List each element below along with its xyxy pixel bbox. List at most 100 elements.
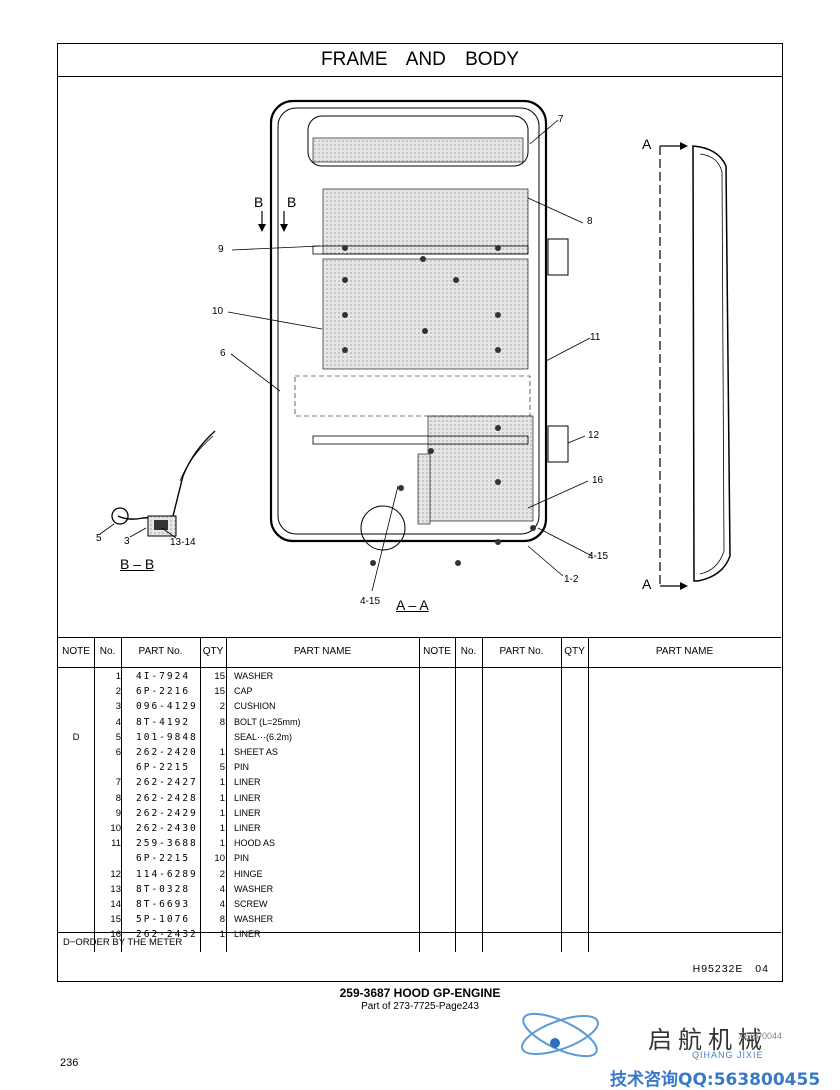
callout-16: 16: [592, 475, 604, 486]
header-partno-left: PART No.: [138, 646, 183, 657]
part-number-index: 1: [115, 671, 121, 682]
part-number: 262-2428: [136, 792, 198, 804]
part-qty: 2: [219, 868, 225, 880]
part-number: 114-6289: [136, 868, 198, 880]
part-qty: 4: [219, 883, 225, 895]
callout-8: 8: [587, 216, 593, 227]
parts-page-frame: FRAME AND BODY: [57, 43, 783, 982]
part-name: WASHER: [234, 883, 274, 894]
callout-6: 6: [220, 348, 226, 359]
header-qty-left: QTY: [202, 646, 224, 657]
liner-8: [312, 137, 524, 163]
part-number: 5P-1076: [136, 914, 191, 926]
header-no-left: No.: [99, 646, 116, 657]
part-number: 262-2427: [136, 777, 198, 789]
section-marker-a-bottom: A: [642, 576, 652, 592]
part-name: SCREW: [234, 899, 268, 909]
part-number: 6P-2215: [136, 762, 191, 774]
order-note: D−ORDER BY THE METER: [63, 937, 183, 948]
header-note-left: NOTE: [62, 646, 90, 657]
part-of-reference: Part of 273-7725-Page243: [361, 1001, 479, 1012]
header-partno-right: PART No.: [499, 646, 544, 657]
part-number-index: 15: [110, 914, 121, 926]
watermark-contact: 技术咨询QQ:563800455: [610, 1070, 821, 1090]
part-number-index: 10: [110, 823, 121, 834]
part-number-index: 2: [115, 686, 121, 698]
part-qty: 1: [219, 777, 225, 789]
part-qty: 8: [219, 716, 225, 728]
header-partname-right: PART NAME: [655, 646, 714, 657]
table-row: 8 262-2428 1 LINER: [58, 791, 781, 806]
callout-3: 3: [124, 536, 130, 547]
callout-4-15-right: 4-15: [588, 551, 609, 562]
section-label-bb: B – B: [120, 556, 155, 572]
part-qty: 1: [219, 807, 225, 819]
callout-5: 5: [96, 533, 102, 544]
part-name: PIN: [234, 762, 250, 773]
part-name: SEAL···(6.2m): [234, 731, 293, 742]
part-qty: 4: [219, 899, 225, 910]
part-qty: 1: [219, 929, 225, 941]
table-row: 6 262-2420 1 SHEET AS: [58, 745, 781, 760]
part-number-index: 6: [115, 747, 121, 758]
part-number-index: 9: [115, 807, 121, 819]
callout-12: 12: [588, 430, 600, 441]
part-name: HOOD AS: [234, 838, 276, 849]
watermark-code: XEBP0044: [738, 1031, 783, 1041]
part-name: PIN: [234, 853, 250, 864]
part-name: WASHER: [234, 914, 274, 925]
part-number: 262-2420: [136, 747, 198, 758]
callout-9: 9: [218, 244, 224, 255]
part-number: 101-9848: [136, 731, 198, 743]
part-number: 259-3688: [136, 838, 198, 850]
watermark-pinyin: QIHANG JIXIE: [692, 1050, 764, 1060]
part-number-index: 12: [110, 868, 121, 880]
part-qty: 15: [214, 686, 225, 698]
part-name: LINER: [234, 792, 261, 803]
part-qty: 5: [219, 762, 225, 774]
header-partname-left: PART NAME: [293, 646, 352, 657]
part-qty: 2: [219, 701, 225, 713]
hood-drawing-svg: [99, 99, 731, 592]
callout-10: 10: [212, 306, 224, 317]
part-number: 8T-6693: [136, 899, 191, 910]
part-qty: 8: [219, 914, 225, 926]
part-number-index: 11: [111, 838, 121, 850]
part-number: 262-2432: [136, 929, 198, 941]
part-name: WASHER: [234, 671, 274, 681]
part-name: LINER: [234, 823, 261, 833]
page-number: 236: [60, 1057, 79, 1069]
part-number: 8T-4192: [136, 716, 191, 728]
part-name: CUSHION: [234, 701, 276, 712]
part-number: 096-4129: [136, 701, 198, 713]
callout-1-2: 1-2: [564, 574, 579, 585]
callout-13-14: 13-14: [170, 537, 196, 548]
watermark-chinese: 启航机械: [648, 1026, 768, 1054]
part-number-index: 8: [115, 792, 121, 804]
part-number-index: 5: [115, 731, 121, 743]
part-number: 8T-0328: [136, 883, 191, 895]
part-name: LINER: [234, 777, 261, 788]
table-row: 11 259-3688 1 HOOD AS: [58, 836, 781, 851]
hood-outline: [269, 99, 548, 543]
section-marker-b-right: B: [287, 194, 297, 210]
part-qty: 1: [219, 823, 225, 834]
part-qty: 1: [219, 838, 225, 850]
part-qty: 1: [219, 747, 225, 758]
part-name: SHEET AS: [234, 747, 278, 757]
part-number-index: 16: [110, 929, 121, 941]
section-label-aa: A – A: [396, 597, 429, 613]
liner-16: [427, 415, 534, 522]
part-qty: 1: [219, 792, 225, 804]
liner-9: [322, 188, 529, 255]
section-marker-b-left: B: [254, 194, 264, 210]
part-name: CAP: [234, 686, 253, 697]
part-name: BOLT (L=25mm): [234, 716, 301, 727]
